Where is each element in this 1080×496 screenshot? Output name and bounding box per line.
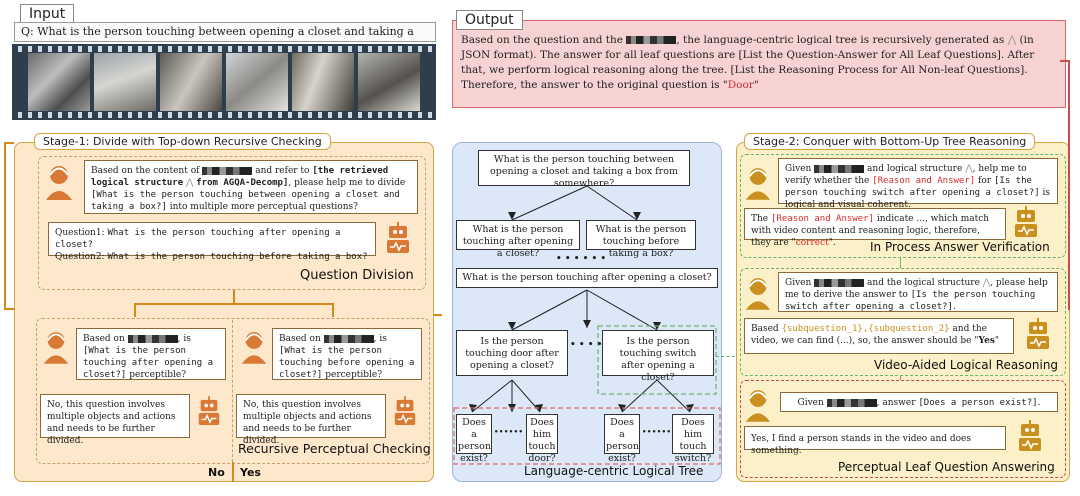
v2-b: and the logical structure bbox=[867, 278, 980, 288]
q1-label: Question1: bbox=[55, 228, 105, 238]
video-thumbnail-icon bbox=[202, 167, 252, 175]
division-answer: Question1: What is the person touching a… bbox=[48, 222, 376, 256]
robot-icon bbox=[1016, 420, 1044, 454]
v1-red: [Reason and Answer] bbox=[872, 176, 975, 186]
video-thumbnail-icon bbox=[626, 36, 676, 44]
division-prompt-ref2: from AGQA-Decomp] bbox=[196, 178, 288, 188]
v2-ans-a: Based bbox=[751, 324, 779, 334]
q2-text: What is the person touching before takin… bbox=[107, 252, 367, 262]
division-prompt: Based on the content of and refer to [th… bbox=[84, 160, 418, 214]
robot-icon bbox=[392, 396, 418, 428]
v2-d: . bbox=[953, 302, 956, 312]
check-answer-right: No, this question involves multiple obje… bbox=[236, 394, 386, 438]
leaf-answer: Yes, I find a person stands in the video… bbox=[744, 426, 1006, 450]
division-prompt-c: , please help me to divide bbox=[288, 178, 405, 188]
no-label: No bbox=[208, 466, 225, 479]
leaf-answering-label: Perceptual Leaf Question Answering bbox=[838, 460, 1055, 474]
video-thumbnail-icon bbox=[827, 399, 877, 407]
tree-ellipsis: • • • • • • bbox=[556, 254, 606, 264]
video-thumbnail-icon bbox=[814, 165, 864, 173]
tree-node-l1-right: What is the person touching before takin… bbox=[586, 220, 696, 250]
yes-label: Yes bbox=[240, 466, 261, 479]
user-avatar-icon bbox=[44, 164, 74, 200]
robot-icon bbox=[196, 396, 222, 428]
tree-node-l2-right: Is the person touching switch after open… bbox=[602, 330, 714, 376]
tree-node-l1-left: What is the person touching after openin… bbox=[456, 220, 580, 250]
check-right-c: perceptible? bbox=[325, 370, 382, 380]
v3-question: [Does a person exist?] bbox=[918, 398, 1037, 408]
output-tag: Output bbox=[456, 10, 523, 30]
recursive-checking-label: Recursive Perceptual Checking bbox=[238, 441, 431, 456]
verification-prompt: Given and logical structure ⋀, help me t… bbox=[778, 158, 1058, 204]
video-thumbnail-icon bbox=[814, 279, 864, 287]
tree-leaf-dots-right: • • • • • • bbox=[642, 428, 670, 436]
leaf-prompt: Given , answer [Does a person exist?]. bbox=[780, 392, 1058, 412]
video-thumbnail-icon bbox=[128, 335, 178, 343]
output-text-a: Based on the question and the bbox=[461, 34, 623, 46]
tree-leaf-2: Does him touch door? bbox=[526, 414, 558, 454]
division-prompt-a: Based on the content of bbox=[91, 166, 199, 176]
question-division-label: Question Division bbox=[300, 268, 414, 283]
stage2-title: Stage-2: Conquer with Bottom-Up Tree Rea… bbox=[744, 133, 1035, 150]
tree-leaf-4: Does him touch switch? bbox=[672, 414, 714, 454]
division-prompt-d: into multiple more perceptual questions? bbox=[170, 202, 358, 212]
v1-a: Given bbox=[785, 164, 811, 174]
tree-leaf-1: Does a person exist? bbox=[456, 414, 492, 454]
robot-icon bbox=[384, 222, 412, 256]
reasoning-answer: Based {subquestion_1},{subquestion_2} an… bbox=[744, 318, 1014, 354]
output-answer: Door bbox=[728, 79, 754, 91]
input-question: Q: What is the person touching between o… bbox=[14, 22, 436, 42]
v1-d: for bbox=[978, 176, 991, 186]
user-avatar-icon bbox=[42, 330, 70, 364]
v2-ans-yes: Yes bbox=[978, 336, 994, 346]
tree-structure-icon: ⋀ bbox=[965, 164, 972, 174]
check-right-a: Based on bbox=[279, 334, 321, 344]
v1-b: and logical structure bbox=[867, 164, 962, 174]
output-text-b: , the language-centric logical tree is r… bbox=[676, 34, 1004, 46]
user-avatar-icon bbox=[744, 388, 772, 422]
user-avatar-icon bbox=[240, 330, 268, 364]
tree-node-l2-left: Is the person touching door after openin… bbox=[456, 330, 568, 376]
tree-root-node: What is the person touching between open… bbox=[478, 150, 690, 186]
check-left-a: Based on bbox=[83, 334, 125, 344]
v3-c: . bbox=[1038, 398, 1041, 408]
v3-a: Given bbox=[798, 398, 824, 408]
tree-leaf-dots-left: • • • • • • bbox=[494, 428, 522, 436]
verification-label: In Process Answer Verification bbox=[870, 240, 1050, 254]
v2-a: Given bbox=[785, 278, 811, 288]
tree-structure-icon: ⋀ bbox=[1008, 34, 1017, 46]
tree-structure-icon: ⋀ bbox=[186, 178, 193, 188]
reasoning-label: Video-Aided Logical Reasoning bbox=[874, 358, 1058, 372]
division-prompt-b: and refer to bbox=[255, 166, 309, 176]
robot-icon bbox=[1012, 206, 1040, 240]
v2-ans-subquestions: {subquestion_1},{subquestion_2} bbox=[782, 324, 950, 334]
q2-label: Question2: bbox=[55, 252, 105, 262]
reasoning-prompt: Given and the logical structure ⋀, pleas… bbox=[778, 272, 1058, 312]
robot-icon bbox=[1024, 318, 1052, 352]
output-text-d: " bbox=[754, 79, 759, 91]
v1-ans-correct: correct bbox=[796, 238, 829, 248]
tree-leaf-3: Does a person exist? bbox=[604, 414, 640, 454]
v1-ans-c: ". bbox=[829, 238, 836, 248]
check-prompt-left: Based on , is [What is the person touchi… bbox=[76, 328, 226, 380]
v3-b: , answer bbox=[877, 398, 916, 408]
check-left-b: , is bbox=[178, 334, 191, 344]
v1-ans-a: The bbox=[751, 214, 768, 224]
output-box: Based on the question and the , the lang… bbox=[452, 20, 1066, 108]
check-prompt-right: Based on , is [What is the person touchi… bbox=[272, 328, 422, 380]
user-avatar-icon bbox=[744, 166, 772, 200]
tree-node-mid: What is the person touching after openin… bbox=[456, 268, 718, 288]
check-left-c: perceptible? bbox=[129, 370, 186, 380]
check-right-b: , is bbox=[374, 334, 387, 344]
stage1-title: Stage-1: Divide with Top-down Recursive … bbox=[34, 133, 331, 150]
video-filmstrip bbox=[12, 44, 436, 120]
v1-ans-red: [Reason and Answer] bbox=[771, 214, 874, 224]
video-thumbnail-icon bbox=[324, 335, 374, 343]
check-answer-left: No, this question involves multiple obje… bbox=[40, 394, 190, 438]
v2-ans-c: " bbox=[995, 336, 999, 346]
tree-label: Language-centric Logical Tree bbox=[524, 464, 703, 478]
user-avatar-icon bbox=[744, 276, 772, 310]
input-tag: Input bbox=[20, 4, 74, 24]
verification-answer: The [Reason and Answer] indicate ..., wh… bbox=[744, 208, 1006, 240]
